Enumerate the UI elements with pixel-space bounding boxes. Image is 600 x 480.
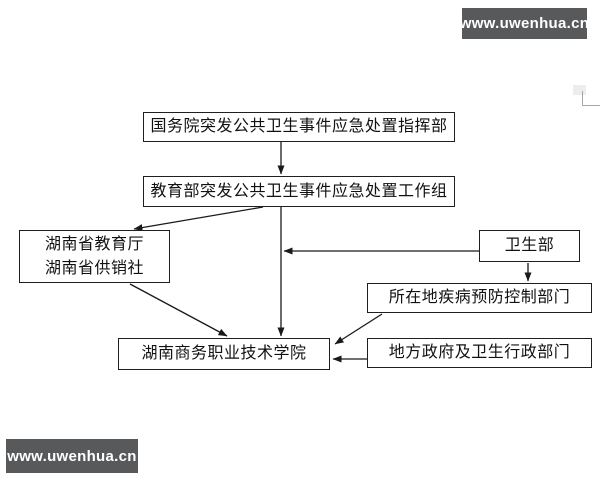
page-corner-mark: [582, 91, 600, 106]
page-corner-handle: [573, 85, 586, 95]
node-hunan-business-college: 湖南商务职业技术学院: [118, 338, 330, 370]
node-ministry-education-workgroup: 教育部突发公共卫生事件应急处置工作组: [143, 176, 455, 207]
node-label: 所在地疾病预防控制部门: [388, 289, 571, 306]
watermark-top-right: www.uwenhua.cn: [459, 8, 590, 39]
node-label: 湖南商务职业技术学院: [141, 345, 307, 362]
node-label: 卫生部: [504, 237, 555, 254]
node-label-line1: 湖南省教育厅: [44, 235, 144, 253]
node-label: 教育部突发公共卫生事件应急处置工作组: [150, 182, 448, 200]
node-ministry-health: 卫生部: [479, 230, 580, 262]
watermark-text: www.uwenhua.cn: [459, 15, 590, 32]
edge-jiaoyubu-to-hunan-edu: [133, 206, 264, 232]
node-label-line2: 湖南省供销社: [44, 259, 144, 277]
watermark-bottom-left: www.uwenhua.cn: [6, 439, 138, 473]
node-local-gov-health-admin: 地方政府及卫生行政部门: [367, 338, 592, 368]
edge-hunan-edu-to-xueyuan: [129, 283, 228, 337]
node-label: 国务院突发公共卫生事件应急处置指挥部: [150, 118, 448, 135]
node-hunan-education-dept: 湖南省教育厅 湖南省供销社: [19, 230, 170, 283]
node-state-council-command: 国务院突发公共卫生事件应急处置指挥部: [143, 112, 455, 142]
node-label: 地方政府及卫生行政部门: [388, 344, 571, 361]
node-local-cdc-dept: 所在地疾病预防控制部门: [367, 283, 592, 313]
watermark-text: www.uwenhua.cn: [7, 447, 137, 465]
